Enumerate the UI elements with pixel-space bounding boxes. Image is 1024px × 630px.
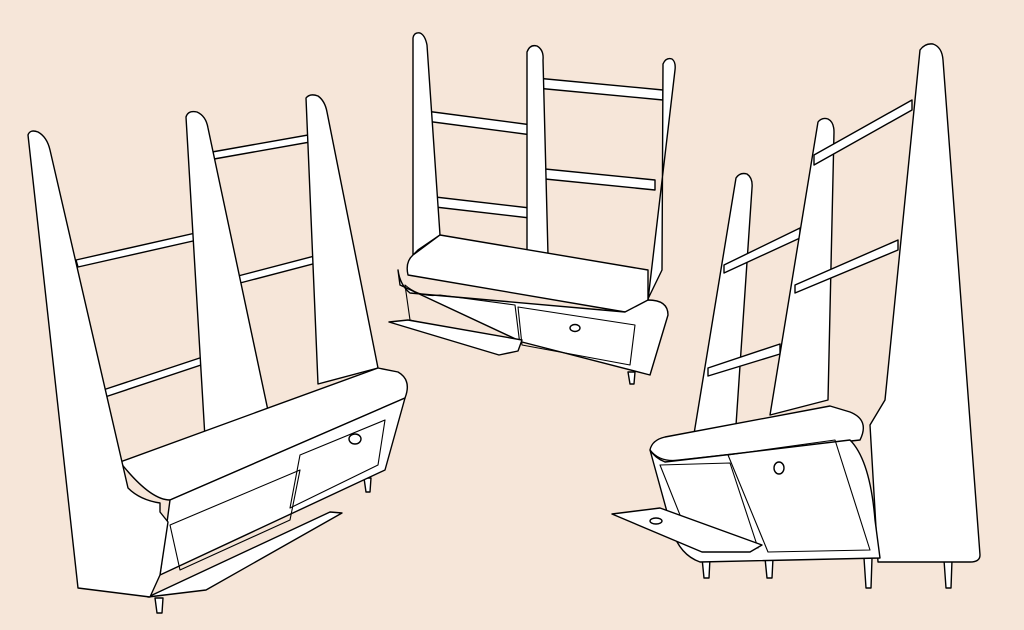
open-flap xyxy=(147,511,343,598)
open-compartment xyxy=(404,284,521,346)
side-panel-middle xyxy=(185,110,271,439)
flap-handle-icon xyxy=(649,517,663,525)
door-handle-icon xyxy=(569,323,581,333)
leg-back-left xyxy=(363,477,372,493)
cabinet-door xyxy=(289,419,386,509)
open-flap xyxy=(611,507,763,553)
side-panel-left xyxy=(412,32,441,256)
shelf-upper-right xyxy=(813,99,913,166)
side-panel-right xyxy=(644,57,676,306)
cabinet-door xyxy=(727,439,871,553)
side-panel-right xyxy=(305,94,379,385)
bookcase-right xyxy=(611,43,981,589)
side-panel-middle xyxy=(769,117,835,416)
bookcase-left xyxy=(27,94,408,614)
bookcase-center xyxy=(388,32,676,385)
shelf-lower-right xyxy=(794,239,899,294)
side-panel-left-tall xyxy=(27,130,169,598)
door-handle-icon xyxy=(773,461,785,475)
leg-front-center xyxy=(627,371,636,385)
leg-3 xyxy=(863,557,873,589)
door-handle-icon xyxy=(348,433,362,445)
leg-front-left xyxy=(154,597,164,614)
open-compartment xyxy=(169,469,301,571)
side-panel-right-tall xyxy=(869,43,981,563)
open-flap xyxy=(388,319,523,356)
base-top xyxy=(649,405,864,462)
cabinet-door xyxy=(517,306,636,366)
side-panel-middle xyxy=(526,44,549,271)
base-body xyxy=(397,269,669,376)
leg-4 xyxy=(943,559,953,589)
